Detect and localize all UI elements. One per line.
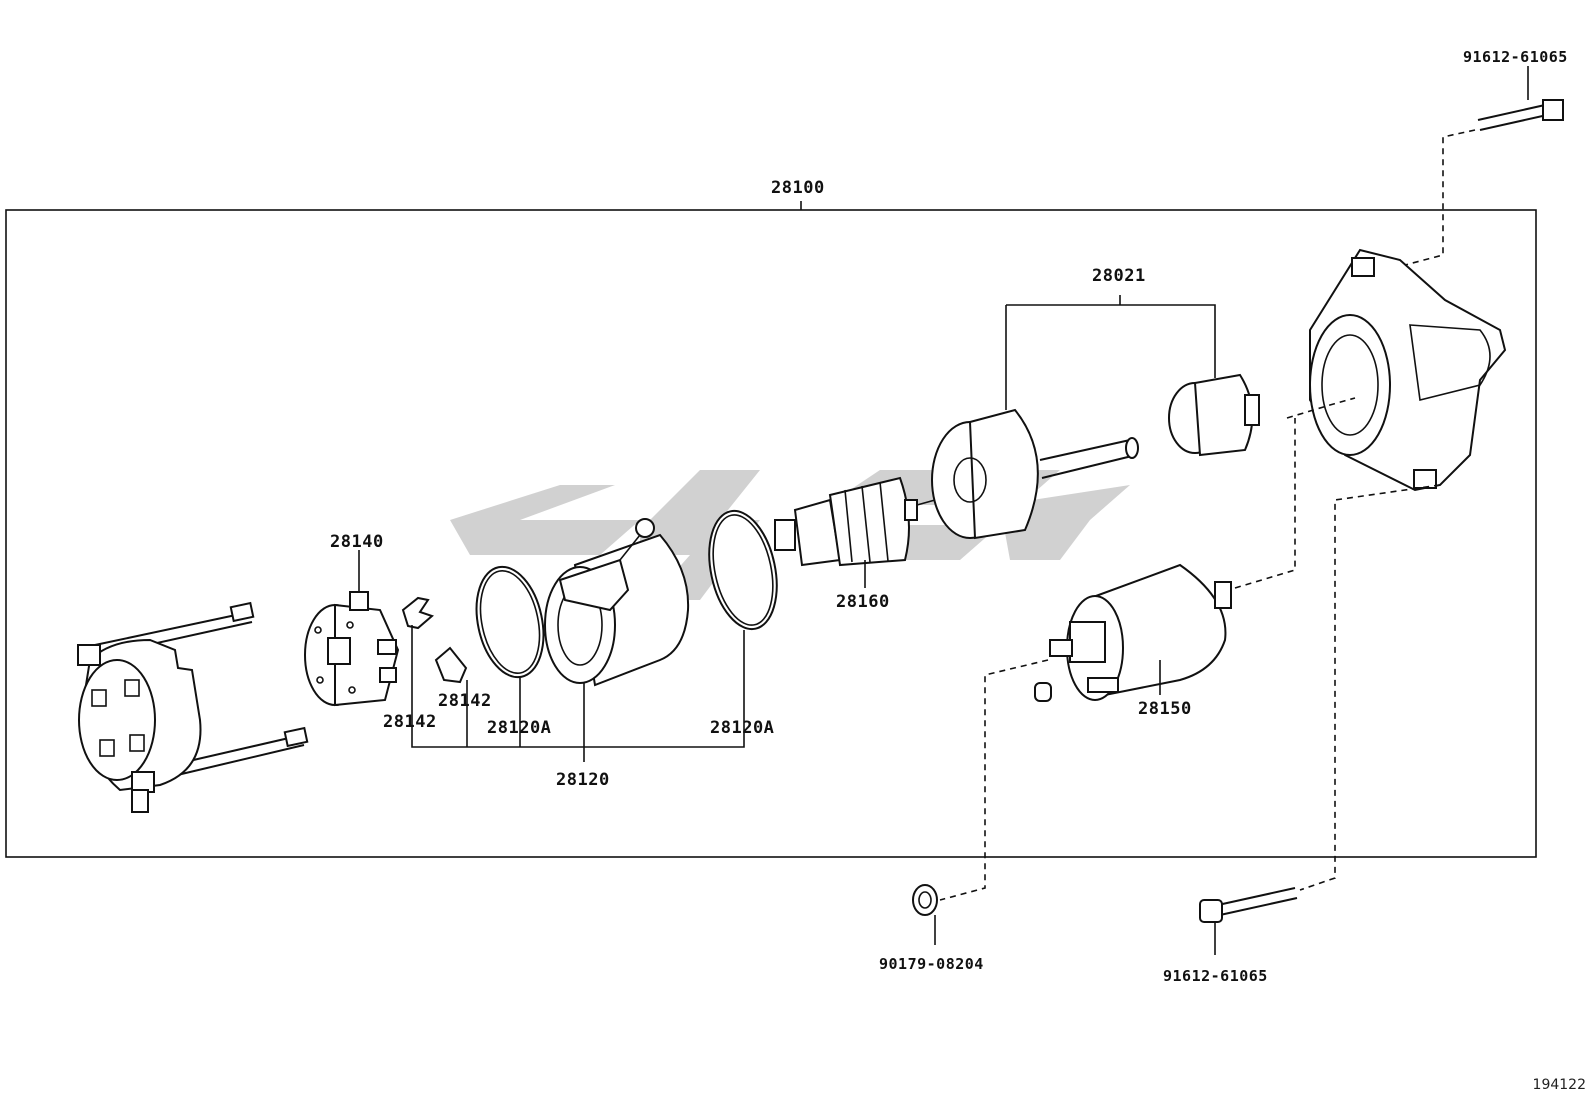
label-28140: 28140: [330, 532, 384, 552]
drive-housing: [1309, 248, 1507, 492]
label-28150: 28150: [1138, 699, 1192, 719]
bolt-bottom: [1199, 887, 1298, 923]
label-91612-top: 91612-61065: [1463, 48, 1568, 66]
label-28142-a: 28142: [383, 712, 437, 732]
label-91612-bottom: 91612-61065: [1163, 967, 1268, 985]
assembly-frame: [5, 209, 1537, 858]
label-28120: 28120: [556, 770, 610, 790]
figure-number: 194122: [1532, 1077, 1586, 1093]
armature: [774, 476, 936, 567]
label-assembly: 28100: [771, 178, 825, 198]
brush-spring-lower: [434, 646, 468, 684]
label-28120a-left: 28120A: [487, 718, 552, 738]
brush-spring-upper: [401, 596, 434, 630]
brush-holder: [304, 591, 400, 707]
label-28120a-right: 28120A: [710, 718, 775, 738]
yoke: [544, 518, 690, 687]
o-ring-right: [708, 509, 778, 631]
clutch-assembly: [931, 373, 1260, 540]
label-28021: 28021: [1092, 266, 1146, 286]
nut: [1034, 682, 1052, 702]
nut-bottom: [912, 884, 938, 916]
bolt-top: [1477, 99, 1564, 131]
label-28160: 28160: [836, 592, 890, 612]
end-frame: [77, 601, 309, 813]
o-ring-left: [475, 565, 545, 679]
label-90179: 90179-08204: [879, 955, 984, 973]
magnet-switch: [1034, 563, 1232, 702]
label-28142-b: 28142: [438, 691, 492, 711]
